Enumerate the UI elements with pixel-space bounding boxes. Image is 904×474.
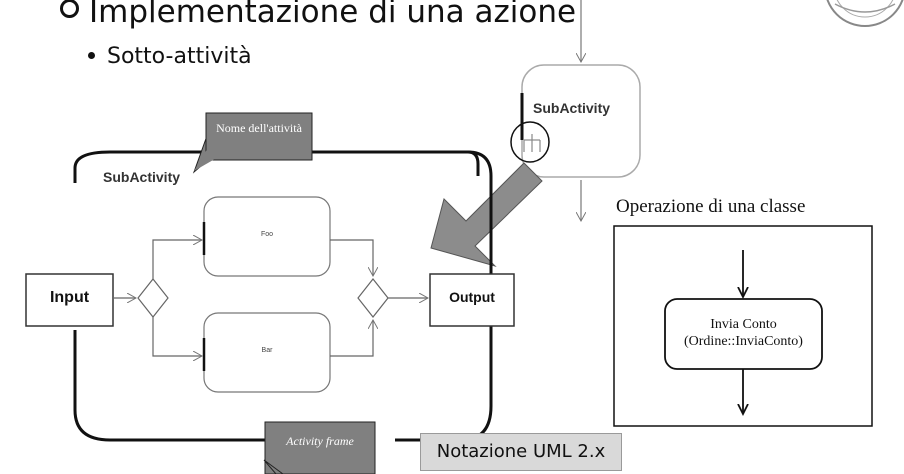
slide-heading-text: Implementazione di una azione <box>89 0 577 30</box>
uml-notation-note: Notazione UML 2.x <box>420 433 622 471</box>
invia-conto-line1: Invia Conto <box>710 317 777 332</box>
merge-node <box>357 278 389 318</box>
frame-title: SubActivity <box>103 169 181 185</box>
subactivity-label: SubActivity <box>533 100 611 116</box>
callout-nome-text: Nome dell'attività <box>216 121 302 135</box>
bullet-dot-icon <box>88 52 95 59</box>
callout-activity-frame <box>263 421 376 474</box>
rake-icon <box>523 134 541 152</box>
highlight-circle <box>510 121 550 163</box>
input-label: Input <box>49 289 90 306</box>
bar-label: Bar <box>261 347 273 354</box>
invia-conto-text: Invia Conto (Ordine::InviaConto) <box>665 316 822 350</box>
activity-frame-bottom <box>73 330 265 442</box>
invia-conto-line2: (Ordine::InviaConto) <box>684 334 803 349</box>
foo-label: Foo <box>260 231 274 238</box>
class-operation-title: Operazione di una classe <box>616 196 806 217</box>
slide-bullet: Sotto-attività <box>88 44 252 69</box>
subactivity-action-node <box>521 64 641 178</box>
slide-bullet-text: Sotto-attività <box>107 44 252 69</box>
bullet-ring-icon <box>60 0 79 18</box>
university-seal-icon <box>826 0 904 27</box>
output-pin <box>429 273 515 327</box>
expand-arrow <box>430 162 543 267</box>
slide-heading: Implementazione di una azione <box>60 0 576 30</box>
callout-nome <box>192 112 313 174</box>
input-pin <box>25 273 114 327</box>
output-label: Output <box>449 289 495 305</box>
decision-node <box>137 278 169 318</box>
callout-activity-frame-text: Activity frame <box>286 434 354 448</box>
